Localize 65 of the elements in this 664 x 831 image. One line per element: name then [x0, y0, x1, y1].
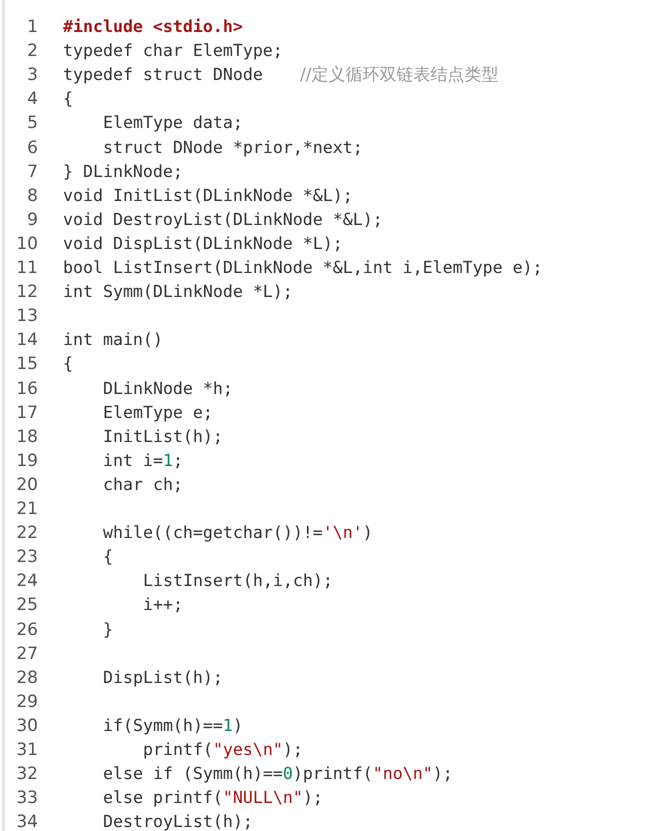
line-number: 6 — [26, 138, 38, 158]
line-number: 9 — [26, 210, 38, 230]
code-line: while((ch=getchar())!='\n') — [103, 523, 373, 544]
code-line: printf("yes\n"); — [143, 740, 303, 760]
code-line: char ch; — [103, 474, 183, 495]
code-line: void DispList(DLinkNode *L); — [63, 234, 343, 254]
line-number: 5 — [26, 113, 38, 134]
code-line: ListInsert(h,i,ch); — [143, 571, 333, 592]
code-line: else if (Symm(h)==0)printf("no\n"); — [103, 764, 453, 784]
line-number: 24 — [15, 571, 38, 592]
code-line: #include <stdio.h> — [63, 17, 243, 37]
line-number: 12 — [15, 282, 38, 302]
code-line: InitList(h); — [103, 426, 223, 447]
line-number: 23 — [15, 547, 38, 568]
line-number: 16 — [15, 378, 38, 398]
line-number: 20 — [15, 474, 38, 495]
code-line: int main() — [63, 330, 163, 350]
line-number: 31 — [15, 740, 38, 760]
code-line: typedef struct DNode — [63, 65, 263, 86]
code-line: DispList(h); — [103, 668, 223, 688]
code-line: { — [63, 354, 73, 374]
line-number: 14 — [15, 330, 38, 350]
code-line: typedef char ElemType; — [63, 41, 283, 62]
line-number: 27 — [15, 644, 38, 664]
code-line: if(Symm(h)==1) — [103, 716, 243, 736]
line-number: 22 — [15, 523, 38, 544]
line-number: 17 — [15, 402, 38, 423]
code-line: } DLinkNode; — [63, 162, 183, 182]
line-number: 21 — [15, 499, 38, 519]
code-line: void DestroyList(DLinkNode *&L); — [63, 210, 383, 230]
line-number: 7 — [26, 162, 38, 182]
line-number: 30 — [15, 716, 38, 736]
line-number: 28 — [15, 668, 38, 688]
line-number: 19 — [15, 450, 38, 471]
code-line: bool ListInsert(DLinkNode *&L,int i,ElemType e); — [63, 258, 543, 278]
code-line: int Symm(DLinkNode *L); — [63, 282, 293, 302]
line-number: 26 — [15, 620, 38, 640]
code-line: { — [103, 547, 113, 568]
code-line: i++; — [143, 595, 183, 616]
line-number: 1 — [26, 17, 38, 37]
line-number: 8 — [26, 186, 38, 206]
code-line: DestroyList(h); — [103, 812, 253, 831]
line-number: 3 — [26, 65, 38, 86]
line-number: 32 — [15, 764, 38, 784]
code-line: } — [103, 620, 113, 640]
line-number: 15 — [15, 354, 38, 374]
code-line: ElemType data; — [103, 113, 243, 134]
line-number: 2 — [26, 41, 38, 62]
line-number: 18 — [15, 426, 38, 447]
line-number: 4 — [26, 89, 38, 110]
line-number: 33 — [15, 788, 38, 808]
code-line: int i=1; — [103, 450, 183, 471]
code-line: ElemType e; — [103, 402, 213, 423]
code-line: else printf("NULL\n"); — [103, 788, 323, 808]
line-number: 10 — [15, 234, 38, 254]
code-line: DLinkNode *h; — [103, 378, 233, 398]
code-comment: //定义循环双链表结点类型 — [300, 65, 498, 86]
code-line: { — [63, 89, 73, 110]
line-number: 11 — [15, 258, 38, 278]
code-line: void InitList(DLinkNode *&L); — [63, 186, 353, 206]
line-number: 25 — [15, 595, 38, 616]
line-number: 13 — [15, 306, 38, 326]
line-number: 34 — [15, 812, 38, 831]
line-number: 29 — [15, 692, 38, 712]
code-line: struct DNode *prior,*next; — [103, 138, 363, 158]
